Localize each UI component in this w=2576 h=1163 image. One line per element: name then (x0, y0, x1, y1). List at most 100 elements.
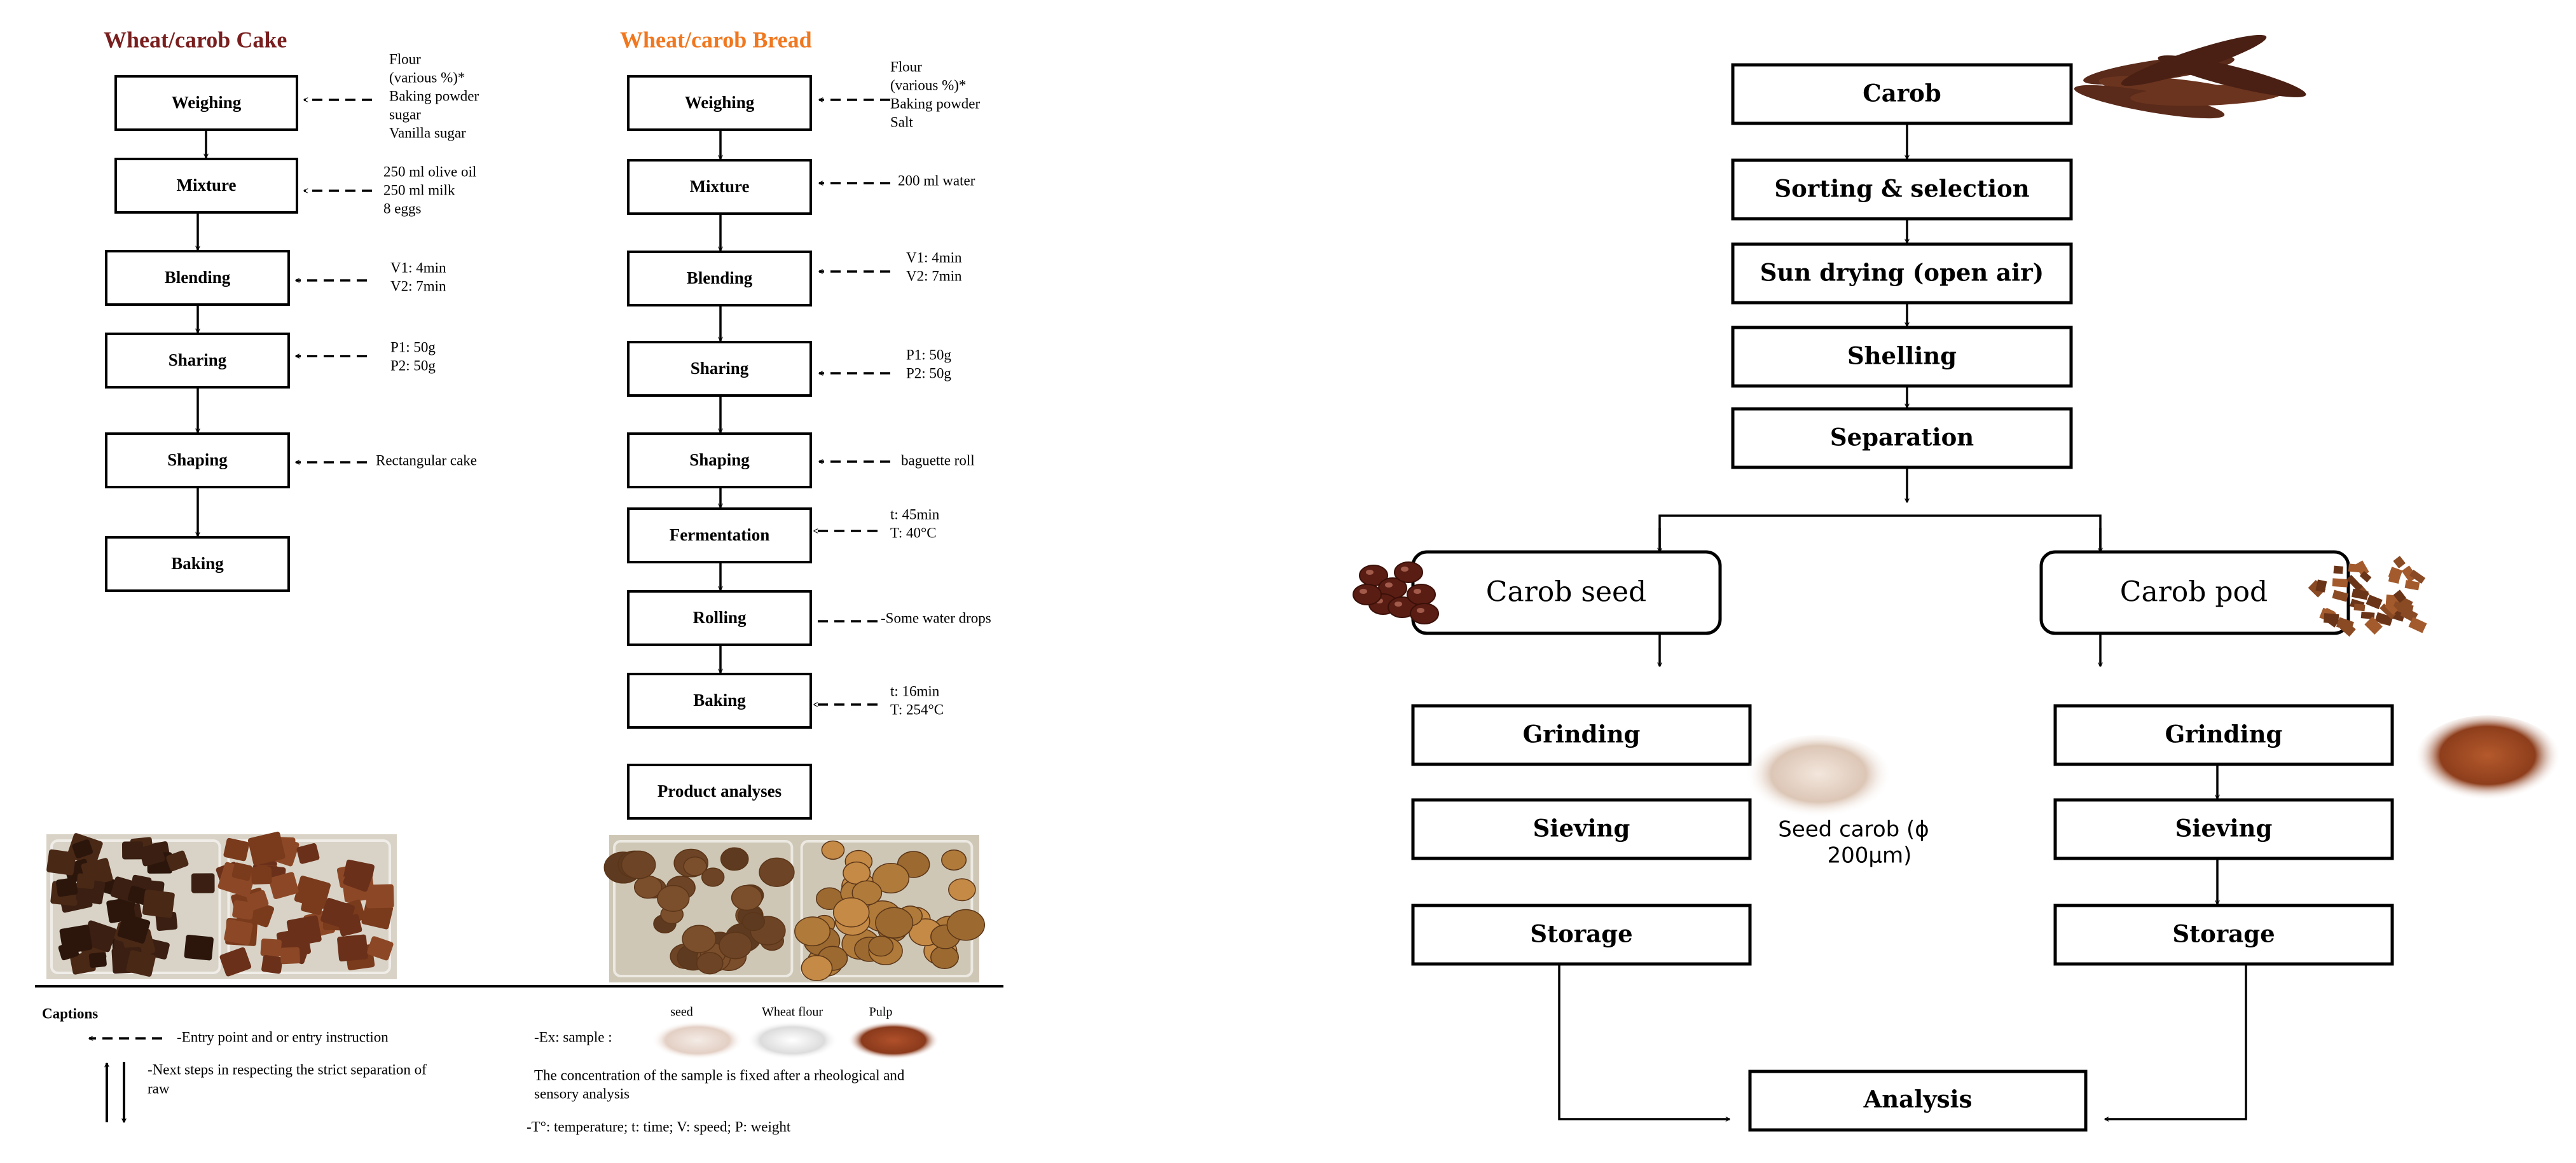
pod-to-analysis (2105, 964, 2247, 1119)
split-connector (1658, 514, 2102, 550)
bread-input-blending: V2: 7min (906, 268, 962, 284)
bread-input-sharing: P2: 50g (906, 365, 951, 381)
carob-step-box (1731, 63, 2073, 125)
cake-input-sharing: P2: 50g (390, 357, 436, 373)
cake-step-box (105, 536, 290, 592)
analysis-label: Analysis (1863, 1085, 1973, 1113)
bread-step-box (627, 590, 812, 646)
bread-step-label: Sharing (691, 359, 749, 378)
caption-legend: -T°: temperature; t: time; V: speed; P: … (527, 1118, 791, 1134)
cake-step-box (105, 432, 290, 488)
seed-step-label: Sieving (1533, 815, 1630, 843)
bread-step-box (627, 159, 812, 215)
carob-pods-image (2074, 34, 2306, 119)
caption-next-steps: -Next steps in respecting the strict sep… (148, 1061, 427, 1077)
bread-step-box (627, 673, 812, 729)
cake-input-weighing: Flour (389, 51, 421, 67)
pod-step-box (2053, 704, 2394, 766)
carob-seed-label: Carob seed (1486, 576, 1646, 609)
seed-step-box (1411, 798, 1752, 860)
cake-step-label: Weighing (172, 93, 242, 112)
caption-entry-text: -Entry point and or entry instruction (177, 1029, 389, 1045)
carob-pod-label: Carob pod (2120, 576, 2268, 609)
sample-pile (652, 1021, 743, 1059)
cake-input-blending: V2: 7min (390, 278, 446, 294)
captions-heading: Captions (42, 1005, 98, 1021)
connector-layer (35, 100, 2247, 1122)
caption-sample-label: -Ex: sample : (534, 1029, 612, 1045)
bread-input-baking: t: 16min (890, 683, 940, 699)
cake-step-label: Baking (171, 554, 224, 573)
pod-powder-image (2414, 715, 2561, 804)
cake-step-box (114, 75, 298, 131)
bread-input-baking: T: 254°C (890, 701, 944, 717)
cake-step-box (114, 158, 298, 214)
carob-step-box (1731, 242, 2073, 305)
seed-to-analysis (1558, 964, 1730, 1119)
cake-photo (46, 831, 397, 979)
analysis-box (1748, 1070, 2088, 1132)
seed-note: 200µm) (1828, 843, 1912, 869)
bread-input-weighing: Salt (890, 114, 913, 130)
cake-input-weighing: Baking powder (389, 88, 479, 104)
bread-step-box (627, 764, 812, 820)
bread-input-weighing: Flour (890, 58, 922, 74)
bread-step-box (627, 507, 812, 563)
cake-input-mixture: 250 ml milk (383, 182, 455, 198)
pod-step-box (2053, 904, 2394, 966)
pod-step-label: Grinding (2165, 720, 2283, 748)
cake-step-label: Blending (165, 268, 231, 287)
caption-concentration: The concentration of the sample is fixed… (534, 1067, 905, 1083)
bread-input-blending: V1: 4min (906, 249, 962, 265)
bread-step-box (627, 432, 812, 488)
bread-input-mixture: 200 ml water (898, 172, 975, 188)
carob-step-box (1731, 407, 2073, 469)
bread-step-label: Shaping (689, 450, 750, 469)
cake-input-shaping: Rectangular cake (376, 452, 477, 468)
pod-step-label: Storage (2172, 920, 2275, 948)
bread-step-label: Blending (687, 268, 753, 287)
cake-input-mixture: 8 eggs (383, 200, 421, 216)
caption-concentration: sensory analysis (534, 1085, 630, 1101)
carob-step-label: Separation (1830, 423, 1974, 451)
bread-input-weighing: Baking powder (890, 95, 981, 111)
carob-step-label: Sun drying (open air) (1760, 259, 2044, 287)
cake-step-label: Sharing (169, 350, 227, 369)
sample-pile (848, 1021, 939, 1059)
bread-input-fermentation: T: 40°C (890, 525, 937, 540)
caption-next-steps: raw (148, 1080, 170, 1096)
seed-step-label: Storage (1530, 920, 1632, 948)
cake-input-blending: V1: 4min (390, 259, 446, 275)
bread-input-rolling: -Some water drops (881, 610, 991, 626)
bread-photo (603, 835, 986, 982)
seed-powder-image (1746, 735, 1892, 822)
bread-step-label: Rolling (692, 608, 747, 627)
pod-step-label: Sieving (2175, 815, 2273, 843)
cake-step-label: Shaping (167, 450, 228, 469)
carob-pod-box (2039, 550, 2350, 635)
cake-input-weighing: Vanilla sugar (389, 125, 466, 141)
bread-step-box (627, 341, 812, 397)
cake-input-mixture: 250 ml olive oil (383, 163, 476, 179)
sample-name: seed (670, 1005, 693, 1019)
seed-step-label: Grinding (1523, 720, 1641, 748)
carob-pod-pieces-image (2308, 556, 2427, 637)
image-layer (46, 34, 2561, 1059)
cake-step-box (105, 250, 290, 306)
carob-step-box (1731, 158, 2073, 221)
seed-step-box (1411, 704, 1752, 766)
carob-step-label: Sorting & selection (1774, 175, 2029, 203)
bread-input-fermentation: t: 45min (890, 506, 940, 522)
carob-step-box (1731, 326, 2073, 388)
seed-step-box (1411, 904, 1752, 966)
bread-input-shaping: baguette roll (901, 452, 975, 468)
bread-step-label: Mixture (690, 177, 750, 196)
bread-step-box (627, 75, 812, 131)
cake-input-weighing: sugar (389, 106, 421, 122)
bread-step-label: Baking (693, 691, 746, 710)
bread-input-weighing: (various %)* (890, 77, 966, 93)
bread-input-sharing: P1: 50g (906, 347, 951, 362)
sample-pile (747, 1021, 838, 1059)
